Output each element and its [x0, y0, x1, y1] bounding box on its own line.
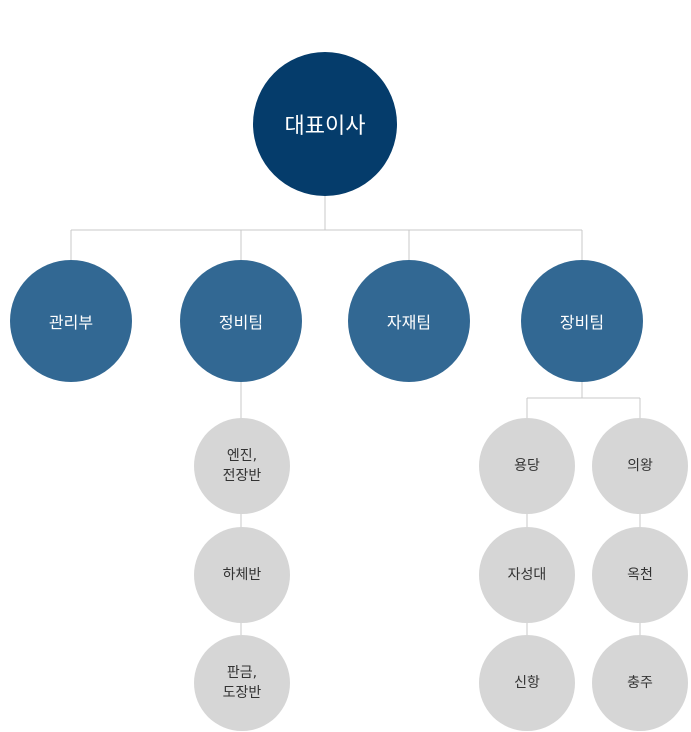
- node-management: 관리부: [10, 260, 132, 382]
- node-body-paint-label: 판금, 도장반: [222, 665, 262, 701]
- node-materials-team: 자재팀: [348, 260, 470, 382]
- node-chassis: 하체반: [194, 527, 290, 623]
- node-ceo-label: 대표이사: [284, 114, 366, 139]
- node-management-label: 관리부: [48, 313, 94, 332]
- node-site-jaseongdae-label: 자성대: [507, 567, 547, 583]
- node-site-uiwang: 의왕: [592, 418, 688, 514]
- node-site-uiwang-label: 의왕: [627, 458, 653, 474]
- node-site-yongdang: 용당: [479, 418, 575, 514]
- node-site-jaseongdae: 자성대: [479, 527, 575, 623]
- node-site-yongdang-label: 용당: [514, 458, 540, 474]
- node-site-chungju-label: 충주: [627, 675, 653, 691]
- node-equipment-team: 장비팀: [521, 260, 643, 382]
- node-site-okcheon: 옥천: [592, 527, 688, 623]
- node-maintenance-team: 정비팀: [180, 260, 302, 382]
- node-engine-electrical-label: 엔진, 전장반: [222, 448, 262, 484]
- node-body-paint: 판금, 도장반: [194, 635, 290, 731]
- node-chassis-label: 하체반: [222, 567, 262, 583]
- node-engine-electrical: 엔진, 전장반: [194, 418, 290, 514]
- node-site-sinhang: 신항: [479, 635, 575, 731]
- node-ceo: 대표이사: [253, 52, 397, 196]
- node-maintenance-team-label: 정비팀: [218, 313, 264, 332]
- node-equipment-team-label: 장비팀: [559, 313, 605, 332]
- node-site-okcheon-label: 옥천: [627, 567, 653, 583]
- node-site-sinhang-label: 신항: [514, 675, 540, 691]
- node-site-chungju: 충주: [592, 635, 688, 731]
- node-materials-team-label: 자재팀: [386, 313, 432, 332]
